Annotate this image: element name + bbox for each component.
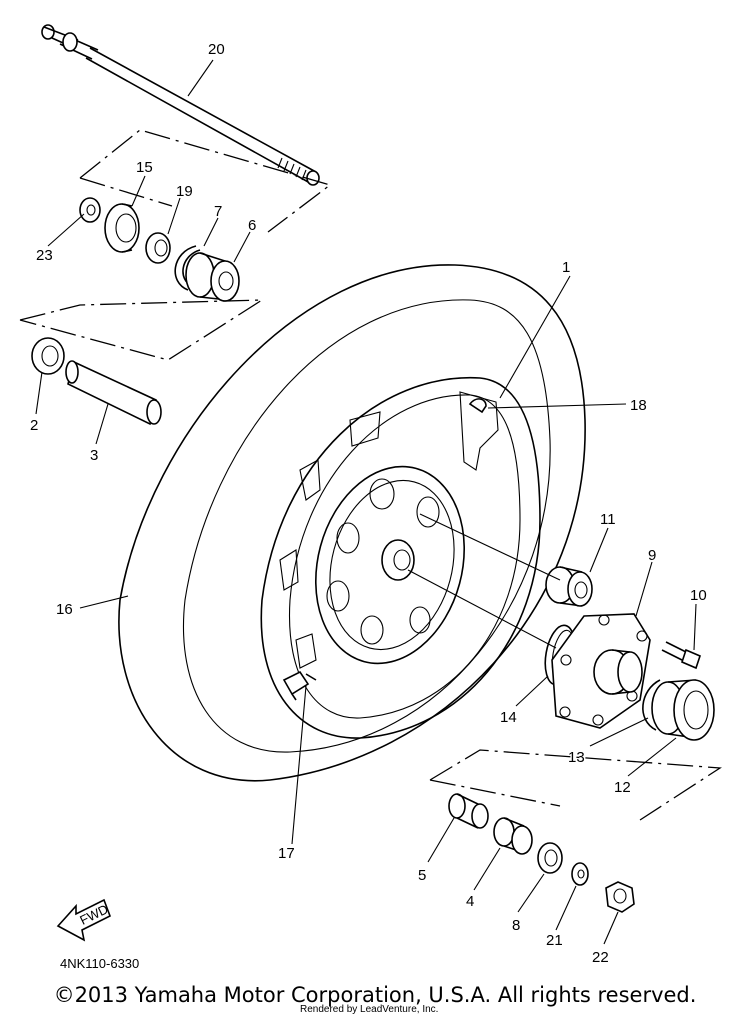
axle-part-20[interactable] [41,24,320,186]
spacer-part-2[interactable] [31,337,65,375]
valve-part-17[interactable] [282,670,317,701]
label-part-9: 9 [648,547,656,564]
label-part-17: 17 [278,845,295,862]
label-part-22: 22 [592,949,609,966]
bearing-part-12[interactable] [651,679,715,741]
label-part-2: 2 [30,417,38,434]
collar-part-19[interactable] [145,232,171,264]
tire-part-16[interactable] [118,264,586,782]
label-part-10: 10 [690,587,707,604]
spacer-tube-part-3[interactable] [65,360,162,426]
wheel-part-1[interactable] [260,376,541,739]
label-part-13: 13 [568,749,585,766]
label-part-23: 23 [36,247,53,264]
label-part-1: 1 [562,259,570,276]
label-part-19: 19 [176,183,193,200]
label-part-6: 6 [248,217,256,234]
label-part-11: 11 [600,511,616,528]
label-part-4: 4 [466,893,474,910]
label-part-7: 7 [214,203,222,220]
leader-lines [35,59,697,945]
label-part-21: 21 [546,932,563,949]
label-part-15: 15 [136,159,153,176]
collar-part-11[interactable] [545,566,593,607]
bolt-part-10[interactable] [661,641,701,670]
washer-part-8[interactable] [537,842,563,874]
valve-part-18[interactable] [468,398,487,414]
label-part-3: 3 [90,447,98,464]
bearing-part-6[interactable] [185,252,240,302]
oil-seal-part-15[interactable] [104,203,140,253]
spacer-part-4[interactable] [493,817,533,855]
hub-part-9[interactable] [551,613,651,729]
label-part-8: 8 [512,917,520,934]
label-part-14: 14 [500,709,517,726]
diagram-code: 4NK110-6330 [60,956,139,971]
rendered-by-note: Rendered by LeadVenture, Inc. [300,1004,439,1015]
label-part-12: 12 [614,779,631,796]
collar-part-5[interactable] [448,793,489,829]
washer-part-23[interactable] [79,197,101,223]
circlip-part-13[interactable] [642,679,661,731]
label-part-18: 18 [630,397,647,414]
fwd-arrow-icon: FWD [56,898,112,942]
nut-part-22[interactable] [605,881,635,913]
label-part-5: 5 [418,867,426,884]
copyright-notice: ©2013 Yamaha Motor Corporation, U.S.A. A… [53,983,697,1007]
label-part-20: 20 [208,41,225,58]
washer-part-21[interactable] [571,862,589,886]
label-part-16: 16 [56,601,73,618]
